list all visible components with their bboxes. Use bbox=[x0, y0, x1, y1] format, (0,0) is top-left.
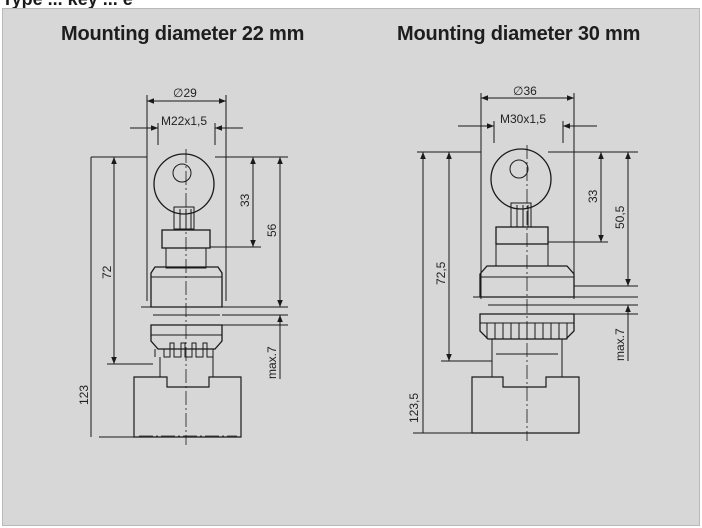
left-dim-total-height: 123 bbox=[77, 385, 91, 405]
left-dim-key-height: 33 bbox=[238, 193, 252, 207]
right-dim-body-height: 72,5 bbox=[434, 261, 448, 285]
drawing-panel: Mounting diameter 22 mm Mounting diamete… bbox=[2, 8, 700, 526]
left-dim-head-height: 56 bbox=[265, 223, 279, 237]
left-drawing-title: Mounting diameter 22 mm bbox=[61, 23, 305, 45]
left-switch-drawing bbox=[90, 95, 288, 445]
right-dim-panel-max: max.7 bbox=[613, 328, 627, 361]
right-dim-outer-diameter: ∅36 bbox=[513, 84, 537, 98]
right-dim-head-height: 50,5 bbox=[613, 205, 627, 229]
left-dim-panel-max: max.7 bbox=[265, 346, 279, 379]
right-dim-thread: M30x1,5 bbox=[500, 112, 546, 126]
left-dim-thread: M22x1,5 bbox=[161, 114, 207, 128]
right-dim-key-height: 33 bbox=[586, 189, 600, 203]
technical-drawing: ∅29 M22x1,5 33 56 72 123 max.7 bbox=[77, 84, 638, 445]
right-switch-drawing bbox=[413, 93, 638, 441]
right-dim-total-height: 123,5 bbox=[407, 393, 421, 423]
right-drawing-title: Mounting diameter 30 mm bbox=[397, 23, 641, 45]
left-dim-outer-diameter: ∅29 bbox=[173, 86, 197, 100]
section-header: Type ... key ... e bbox=[2, 0, 133, 10]
left-dim-body-height: 72 bbox=[100, 265, 114, 279]
header-strip: Type ... key ... e bbox=[0, 0, 702, 10]
